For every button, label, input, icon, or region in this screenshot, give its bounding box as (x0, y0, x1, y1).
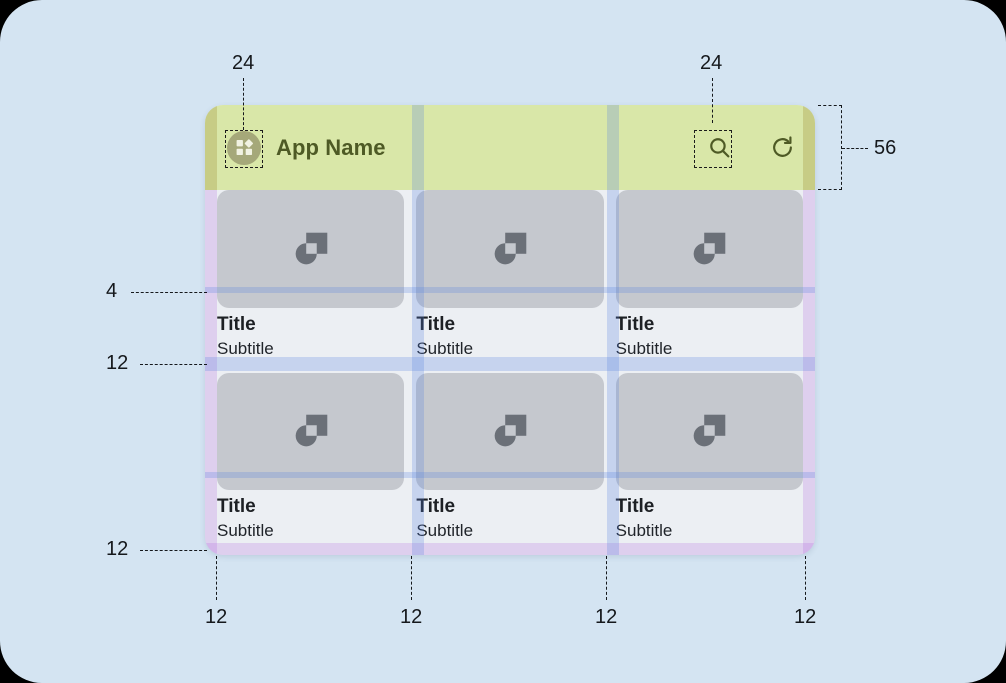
annotation-leader-bottom-1 (216, 556, 217, 600)
card-text: Title Subtitle (217, 490, 404, 543)
app-bar-actions (707, 135, 795, 160)
refresh-icon[interactable] (770, 135, 795, 160)
card[interactable]: Title Subtitle (217, 372, 405, 544)
app-bar-leading: App Name (227, 130, 386, 165)
annotation-bracket-appbar-height (818, 105, 842, 190)
card-row: Title Subtitle Title Subtitle (217, 190, 803, 361)
image-placeholder-icon (494, 415, 527, 447)
annotation-label-bottom-padding: 12 (106, 538, 129, 560)
annotation-leader-search-24-vert (712, 78, 713, 123)
card[interactable]: Title Subtitle (416, 372, 604, 544)
annotation-leader-menu-24 (243, 78, 244, 130)
card-title: Title (615, 496, 655, 518)
card-title: Title (416, 313, 456, 335)
card-text: Title Subtitle (616, 308, 803, 361)
annotation-label-bottom-3: 12 (595, 606, 618, 628)
card-subtitle: Subtitle (217, 521, 274, 541)
annotation-leader-title-spacing (131, 292, 207, 293)
card[interactable]: Title Subtitle (217, 190, 405, 361)
card-row: Title Subtitle Title Subtitle (217, 372, 803, 544)
app-bar: App Name (205, 105, 815, 190)
annotation-label-search-24: 24 (700, 52, 723, 74)
card-subtitle: Subtitle (217, 338, 274, 358)
card-media (416, 190, 604, 308)
card-media (217, 372, 405, 491)
image-placeholder-icon (295, 232, 327, 265)
card[interactable]: Title Subtitle (416, 190, 604, 361)
apps-grid-icon[interactable] (227, 130, 261, 165)
annotation-leader-bottom-4 (805, 556, 806, 600)
image-placeholder-icon (693, 415, 726, 447)
annotation-leader-row-gap (140, 364, 207, 365)
annotation-label-bottom-4: 12 (794, 606, 817, 628)
card-title: Title (615, 313, 655, 335)
card[interactable]: Title Subtitle (615, 372, 803, 544)
annotation-label-menu-24: 24 (232, 52, 255, 74)
card-subtitle: Subtitle (416, 338, 474, 358)
card-media (217, 190, 405, 308)
image-placeholder-icon (295, 415, 327, 447)
annotation-label-bottom-1: 12 (205, 606, 228, 628)
card-text: Title Subtitle (416, 308, 603, 361)
card-text: Title Subtitle (217, 308, 404, 361)
annotation-leader-appbar-height (842, 148, 868, 149)
card-subtitle: Subtitle (615, 521, 673, 541)
card[interactable]: Title Subtitle (615, 190, 803, 361)
card-subtitle: Subtitle (615, 338, 673, 358)
app-title: App Name (276, 134, 386, 160)
card-text: Title Subtitle (416, 490, 603, 543)
card-title: Title (416, 496, 456, 518)
card-title: Title (217, 496, 256, 518)
card-subtitle: Subtitle (416, 521, 474, 541)
app-mock: App Name (205, 105, 815, 555)
card-media (615, 372, 803, 491)
annotation-leader-bottom-padding (140, 550, 207, 551)
search-icon[interactable] (707, 135, 732, 160)
annotation-label-appbar-height: 56 (874, 137, 897, 159)
image-placeholder-icon (693, 232, 726, 265)
annotation-leader-bottom-2 (411, 556, 412, 600)
card-text: Title Subtitle (616, 490, 803, 543)
annotation-label-row-gap: 12 (106, 352, 129, 374)
annotation-label-bottom-2: 12 (400, 606, 423, 628)
card-media (615, 190, 803, 308)
annotation-label-title-spacing: 4 (106, 280, 118, 302)
card-media (416, 372, 604, 491)
image-placeholder-icon (494, 232, 527, 265)
card-grid: Title Subtitle Title Subtitle (205, 190, 815, 555)
card-title: Title (217, 313, 256, 335)
annotation-leader-bottom-3 (606, 556, 607, 600)
